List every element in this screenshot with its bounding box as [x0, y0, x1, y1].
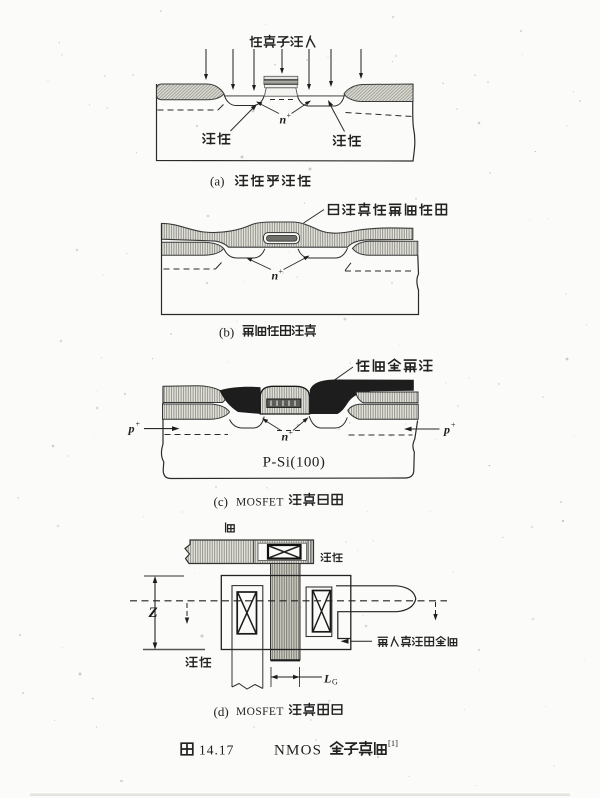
- svg-text:NMOS: NMOS: [274, 743, 322, 759]
- svg-text:n: n: [282, 430, 289, 444]
- svg-text:n: n: [280, 113, 287, 127]
- svg-text:+: +: [287, 111, 292, 120]
- svg-text:(a): (a): [210, 174, 224, 189]
- svg-text:p: p: [128, 422, 135, 436]
- svg-text:+: +: [136, 420, 141, 429]
- svg-text:+: +: [289, 428, 294, 437]
- svg-text:G: G: [332, 678, 338, 687]
- svg-text:P-Si(100): P-Si(100): [263, 455, 326, 471]
- svg-text:14.17: 14.17: [199, 743, 234, 758]
- svg-text:+: +: [451, 421, 456, 430]
- svg-text:MOSFET: MOSFET: [236, 706, 284, 718]
- svg-text:n: n: [272, 269, 279, 283]
- svg-text:Z: Z: [148, 605, 158, 621]
- svg-text:+: +: [279, 267, 284, 276]
- svg-text:(c): (c): [214, 494, 228, 509]
- svg-text:(b): (b): [219, 325, 234, 340]
- svg-text:L: L: [323, 672, 331, 686]
- svg-text:MOSFET: MOSFET: [236, 497, 284, 509]
- svg-text:[1]: [1]: [388, 738, 398, 748]
- svg-text:p: p: [443, 423, 450, 437]
- svg-text:(d): (d): [214, 704, 229, 719]
